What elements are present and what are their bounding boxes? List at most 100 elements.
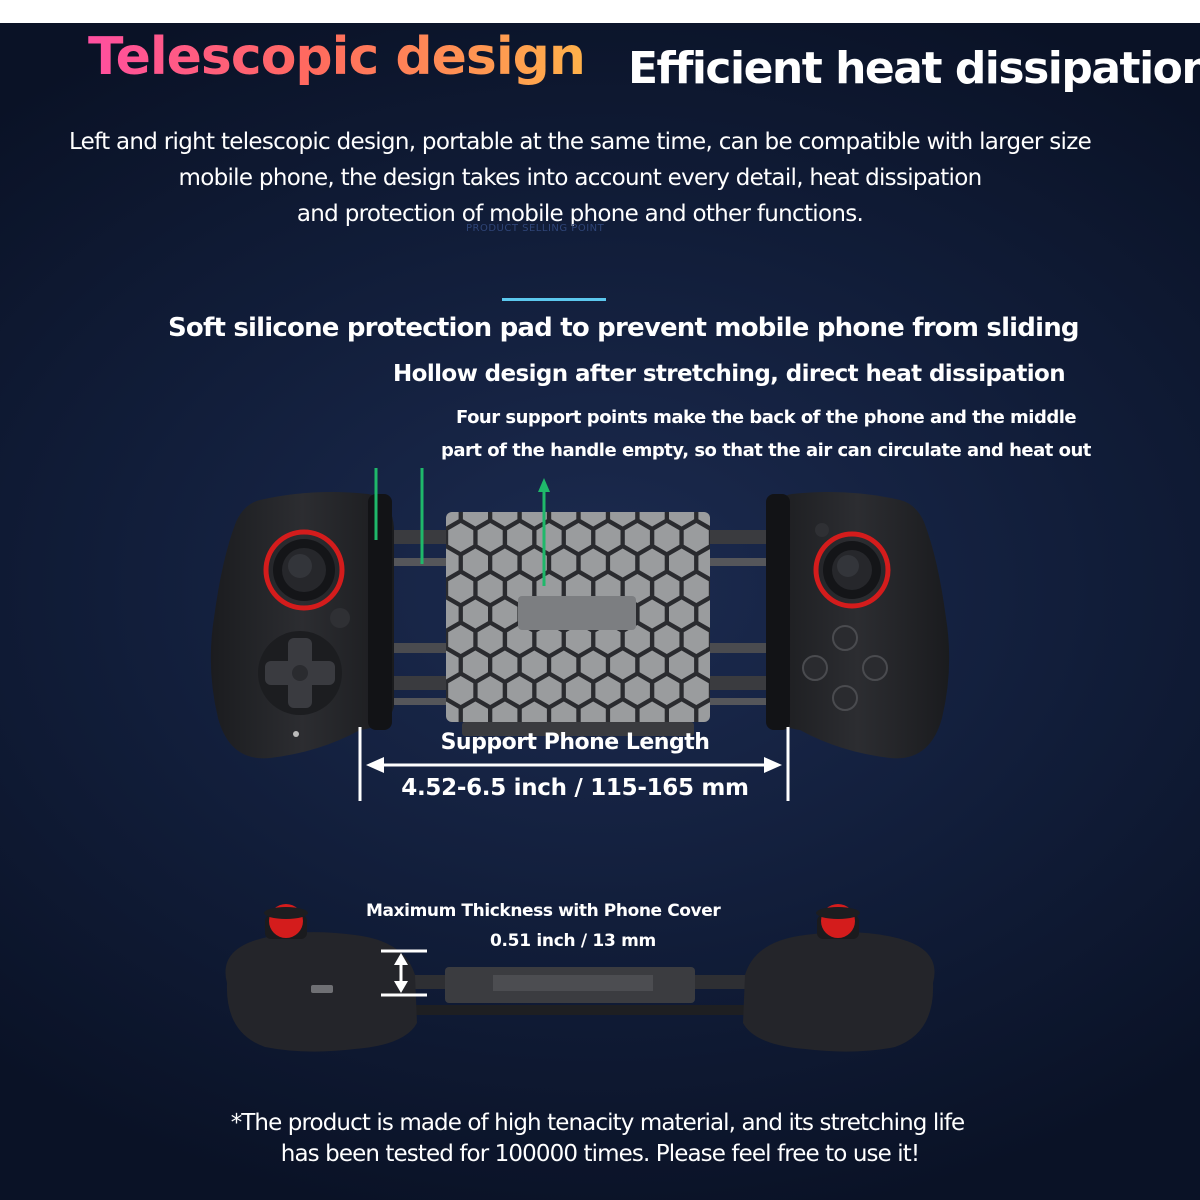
note-line: has been tested for 100000 times. Please… [280,1141,920,1167]
honeycomb-cell [446,599,459,629]
honeycomb-cell [624,676,650,705]
dpad [258,631,342,715]
honeycomb-cell [419,574,444,603]
intro-line: mobile phone, the design takes into acco… [178,165,983,191]
honeycomb-cell [492,650,518,680]
right-joystick-ring [813,531,891,609]
honeycomb-cell [565,676,592,705]
thickness-value: 0.51 inch / 13 mm [490,931,656,951]
honeycomb-cell [492,548,518,578]
honeycomb-cell [446,548,459,578]
thickness-caption: Maximum Thickness with Phone Cover [366,901,721,921]
honeycomb-cell [683,523,709,552]
intro-paragraph: Left and right telescopic design, portab… [0,124,1160,232]
honeycomb-cell [404,651,429,680]
honeycomb-cell [639,650,665,680]
honeycomb-cell [654,625,680,654]
honeycomb-cell [595,523,621,552]
note-line: *The product is made of high tenacity ma… [230,1110,966,1136]
honeycomb-cell [565,523,592,552]
title-heat-dissipation: Efficient heat dissipation [628,43,1200,94]
honeycomb-cell [521,548,547,578]
feature-line: part of the handle empty, so that the ai… [441,440,1091,461]
honeycomb-cell [698,512,710,527]
honeycomb-cell [565,574,592,603]
honeycomb-cell [462,599,488,629]
honeycomb-cell [477,676,503,705]
left-joystick-ring [263,529,345,611]
honeycomb-cell [728,498,753,527]
honeycomb-cell [507,625,533,654]
honeycomb-cell [595,574,621,603]
honeycomb-cell [446,701,459,722]
honeycomb-cell [683,574,709,603]
honeycomb-cell [477,523,503,552]
honeycomb-cell [462,650,488,680]
honeycomb-cell [521,701,547,722]
honeycomb-cell [448,625,474,654]
honeycomb-cell [462,701,488,722]
honeycomb-cell [728,651,753,680]
honeycomb-cell [507,523,533,552]
honeycomb-cell [654,574,680,603]
honeycomb-cell [654,523,680,552]
honeycomb-cell [624,625,650,654]
honeycomb-cell [507,676,533,705]
feature-silicone-pad: Soft silicone protection pad to prevent … [168,313,1080,343]
honeycomb-cell [669,599,695,629]
honeycomb-cell [669,512,695,527]
honeycomb-cell [669,650,695,680]
honeycomb-cell [698,650,710,680]
right-grip [766,492,950,759]
honeycomb-cell [669,548,695,578]
intro-line: and protection of mobile phone and other… [296,201,864,227]
accent-divider [502,298,606,301]
honeycomb-cell [580,548,606,578]
honeycomb-cell [595,676,621,705]
feature-hollow-design: Hollow design after stretching, direct h… [393,361,1066,387]
honeycomb-cell [521,650,547,680]
honeycomb-plate [404,498,753,736]
honeycomb-cell [639,512,665,527]
honeycomb-cell [477,625,503,654]
left-grip-side [225,904,417,1052]
honeycomb-cell [595,625,621,654]
durability-note: *The product is made of high tenacity ma… [0,1108,1200,1170]
honeycomb-cell [580,701,606,722]
honeycomb-cell [551,650,577,680]
gamepad-side-view [225,904,935,1052]
honeycomb-cell [551,512,577,527]
honeycomb-cell [446,650,459,680]
honeycomb-cell [536,676,562,705]
honeycomb-cell [698,599,710,629]
small-button [815,523,829,537]
title-telescopic: Telescopic design [88,27,586,87]
honeycomb-cell [446,512,459,527]
honeycomb-cell [507,574,533,603]
honeycomb-cell [610,701,636,722]
honeycomb-cell [565,625,592,654]
face-buttons [802,625,888,711]
honeycomb-cell [624,523,650,552]
honeycomb-cell [610,548,636,578]
watermark-text: PRODUCT SELLING POINT [466,223,605,234]
indicator-light [293,731,299,737]
honeycomb-cell [639,701,665,722]
length-value: 4.52-6.5 inch / 115-165 mm [401,775,749,801]
length-dimension-arrow [358,727,790,801]
right-grip-side [743,904,935,1052]
honeycomb-cell [536,625,562,654]
intro-line: Left and right telescopic design, portab… [68,129,1092,155]
honeycomb-cell [462,512,488,527]
honeycomb-cell [551,701,577,722]
honeycomb-cell [551,548,577,578]
honeycomb-cell [669,701,695,722]
callout-arrows [374,468,550,586]
honeycomb-cell [610,512,636,527]
honeycomb-cell [404,600,429,629]
honeycomb-cell [404,498,429,527]
honeycomb-cell [713,574,738,603]
feature-line: Four support points make the back of the… [456,407,1077,428]
left-grip [210,492,394,759]
